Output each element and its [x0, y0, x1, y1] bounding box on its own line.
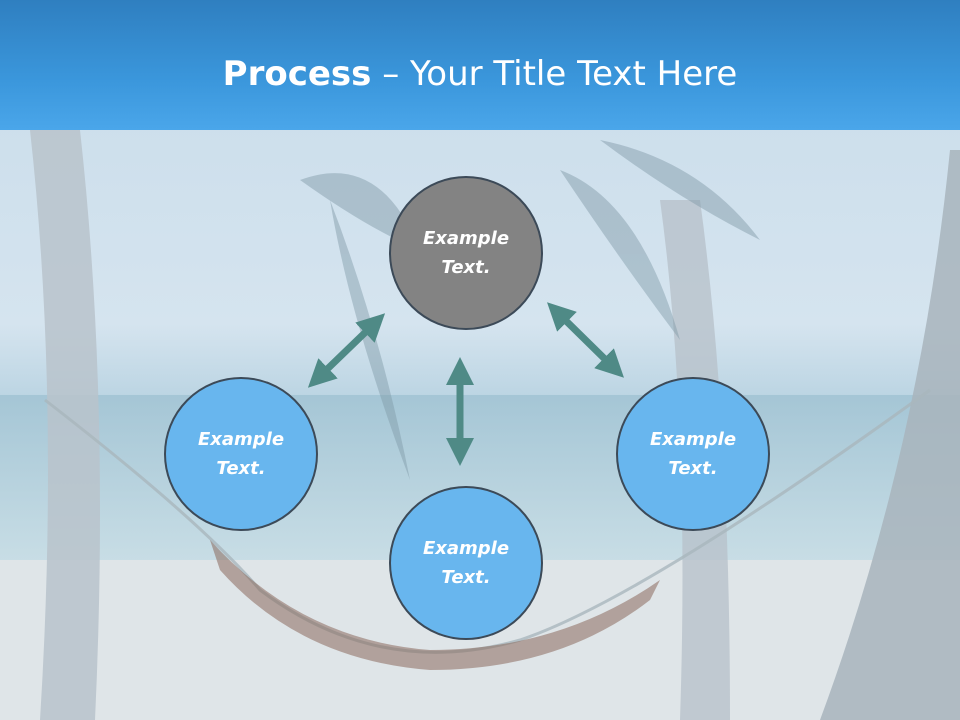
slide-title: Process – Your Title Text Here [0, 52, 960, 96]
title-dash: – [371, 54, 411, 94]
title-rest: Your Title Text Here [410, 54, 738, 94]
node-bottom-text: Example Text. [422, 538, 510, 588]
process-node-left: Example Text. [164, 377, 318, 531]
node-left-text: Example Text. [197, 429, 285, 479]
process-node-bottom: Example Text. [389, 486, 543, 640]
process-node-right: Example Text. [616, 377, 770, 531]
title-bold: Process [222, 54, 372, 94]
arrow-top-right [547, 302, 624, 378]
node-top-text: Example Text. [422, 228, 510, 278]
process-node-top: Example Text. [389, 176, 543, 330]
node-right-text: Example Text. [649, 429, 737, 479]
header-bar [0, 0, 960, 130]
arrow-top-left [307, 313, 386, 388]
